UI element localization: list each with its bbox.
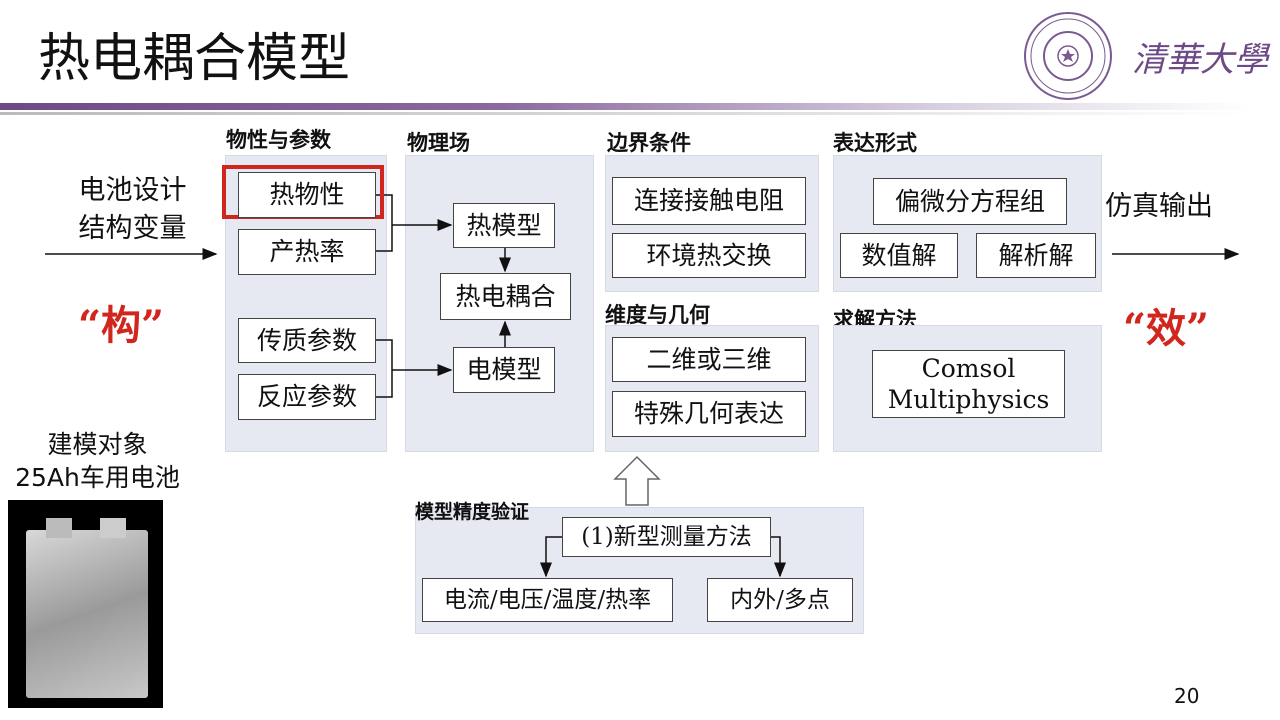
title-divider xyxy=(0,103,1250,110)
header-expression: 表达形式 xyxy=(833,131,917,155)
box-comsol: Comsol Multiphysics xyxy=(872,350,1065,418)
box-contact-resistance: 连接接触电阻 xyxy=(612,177,806,225)
logo-wordmark: 清華大學 xyxy=(1132,40,1268,80)
box-numerical-solution: 数值解 xyxy=(840,233,958,278)
title-divider-shadow xyxy=(0,112,1250,115)
page-number: 20 xyxy=(1174,684,1200,708)
input-label-line2: 结构变量 xyxy=(78,213,187,244)
quote-effect: “效” xyxy=(1123,305,1210,352)
box-heat-exchange: 环境热交换 xyxy=(612,233,806,278)
input-label: 电池设计 结构变量 xyxy=(60,172,205,248)
object-label-line1: 建模对象 xyxy=(47,430,148,459)
box-thermo-electric-coupling: 热电耦合 xyxy=(440,273,571,320)
quote-structure: “构” xyxy=(78,302,165,349)
box-2d-3d: 二维或三维 xyxy=(612,337,806,382)
input-label-line1: 电池设计 xyxy=(78,175,187,206)
box-thermal-properties: 热物性 xyxy=(238,172,376,218)
header-geometry: 维度与几何 xyxy=(605,303,710,327)
object-label-line2: 25Ah车用电池 xyxy=(15,463,180,492)
box-reaction-params: 反应参数 xyxy=(238,374,376,420)
slide-title: 热电耦合模型 xyxy=(38,29,351,89)
box-analytical-solution: 解析解 xyxy=(976,233,1096,278)
box-thermal-model: 热模型 xyxy=(453,203,555,248)
seal-icon xyxy=(1024,12,1112,100)
box-mass-transfer-params: 传质参数 xyxy=(238,318,376,363)
box-current-voltage-temp: 电流/电压/温度/热率 xyxy=(422,578,673,622)
header-properties: 物性与参数 xyxy=(226,128,331,152)
box-special-geometry: 特殊几何表达 xyxy=(612,391,806,437)
box-electric-model: 电模型 xyxy=(453,347,555,393)
header-physics: 物理场 xyxy=(407,131,470,155)
output-label: 仿真输出 xyxy=(1105,191,1213,222)
header-boundary: 边界条件 xyxy=(607,131,691,155)
box-pde-system: 偏微分方程组 xyxy=(873,178,1067,225)
box-heat-generation-rate: 产热率 xyxy=(238,229,376,275)
header-validation: 模型精度验证 xyxy=(415,501,530,523)
hollow-up-arrow-icon xyxy=(613,455,661,506)
university-logo: 清華大學 xyxy=(1022,10,1268,106)
box-inner-outer-multipoint: 内外/多点 xyxy=(707,578,853,622)
modeling-object-label: 建模对象 25Ah车用电池 xyxy=(0,428,195,494)
box-new-measurement: (1)新型测量方法 xyxy=(562,517,771,557)
battery-photo xyxy=(8,500,163,708)
